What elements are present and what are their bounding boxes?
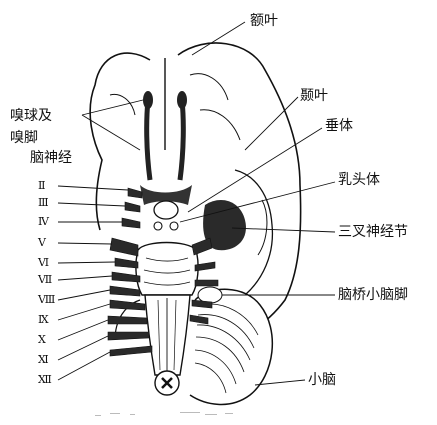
nerve-label-2: Ⅱ [38, 180, 45, 192]
pituitary-gland [154, 201, 178, 219]
nerve-label-3: Ⅲ [38, 197, 49, 209]
label-temporal-lobe: 颞叶 [300, 88, 328, 104]
nerve-label-9: Ⅸ [38, 314, 49, 326]
left-mammillary-body [154, 222, 162, 230]
label-frontal-lobe: 额叶 [250, 13, 278, 29]
left-olfactory-tract [147, 100, 150, 180]
cerebellar-peduncle [198, 287, 222, 303]
label-cranial-nerves: 脑神经 [30, 150, 72, 166]
label-pituitary: 垂体 [325, 118, 353, 134]
label-olfactory-line1: 嗅球及 [10, 108, 52, 124]
nerve-label-5: Ⅴ [38, 237, 46, 249]
left-hemisphere [90, 53, 150, 230]
nerve-label-10: Ⅹ [38, 334, 46, 346]
label-mammillary-body: 乳头体 [338, 172, 380, 188]
right-olfactory-bulb [177, 91, 187, 109]
nerve-label-6: Ⅵ [38, 257, 49, 269]
label-cerebellum: 小脑 [308, 372, 336, 388]
nerve-label-11: Ⅺ [38, 354, 49, 366]
right-mammillary-body [170, 222, 178, 230]
label-olfactory-line2: 嗅脚 [10, 130, 38, 146]
pons [136, 243, 198, 296]
nerve-label-7: Ⅶ [38, 274, 52, 286]
left-olfactory-bulb [143, 91, 153, 109]
right-olfactory-tract [180, 100, 183, 180]
nerve-label-4: Ⅳ [38, 216, 49, 228]
scan-noise [95, 412, 233, 416]
label-cerebellopontine: 脑桥小脑脚 [338, 287, 408, 303]
medulla-oblongata [145, 295, 190, 375]
label-trigeminal-ganglion: 三叉神经节 [338, 224, 408, 240]
nerve-label-12: Ⅻ [38, 374, 52, 386]
nerve-label-8: Ⅷ [38, 294, 55, 306]
